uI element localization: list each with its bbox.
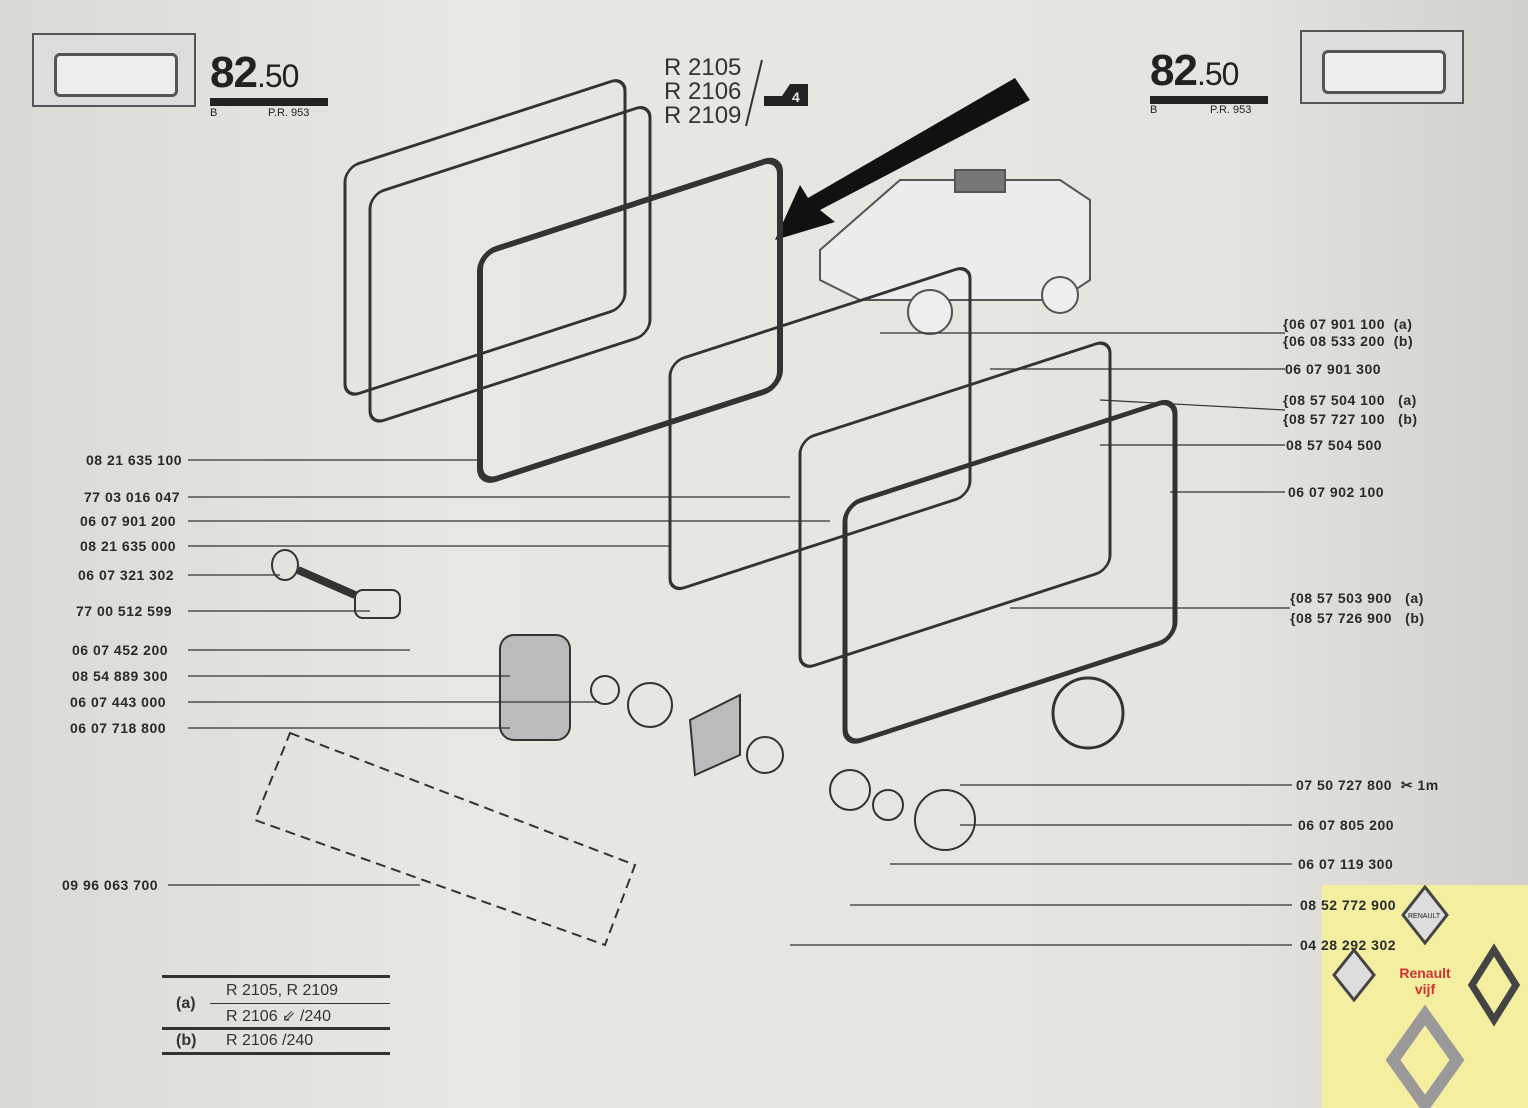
legend-a-line2: R 2106 ⇙ /240: [226, 1008, 332, 1025]
part-number-label: 04 28 292 302: [1300, 937, 1397, 953]
part-number-label: 08 54 889 300: [72, 668, 169, 684]
part-number-label: 06 07 805 200: [1298, 817, 1395, 833]
legend-rule-mid: [210, 1003, 390, 1004]
legend-key-a: (a): [176, 995, 196, 1012]
part-number-label: 77 03 016 047: [84, 489, 181, 505]
legend-rule: [162, 1027, 390, 1030]
legend-b-line: R 2106 /240: [226, 1032, 314, 1049]
part-number-label: 06 07 452 200: [72, 642, 169, 658]
part-number-label: 06 07 718 800: [70, 720, 167, 736]
window-thumbnail-right: [1300, 30, 1464, 104]
part-number-label: 07 50 727 800 ✂ 1m: [1296, 777, 1439, 793]
pr-reference-right: P.R. 953: [1210, 104, 1252, 116]
legend-key-b: (b): [176, 1032, 197, 1049]
part-number-label: 06 07 119 300: [1298, 856, 1394, 872]
lower-window-assembly: [668, 267, 1178, 744]
svg-text:4: 4: [792, 89, 800, 105]
part-number-label: {06 07 901 100 (a): [1283, 316, 1413, 332]
kit-outline: [253, 731, 637, 947]
part-number-label: 08 21 635 100: [86, 452, 183, 468]
part-number-label: 77 00 512 599: [76, 603, 173, 619]
leader-lines: [168, 332, 1292, 946]
vehicle-badge-icon: 4: [745, 59, 808, 127]
legend-rule-bottom: [162, 1052, 390, 1055]
svg-text:RENAULT: RENAULT: [1408, 913, 1441, 920]
part-number-label: {08 57 503 900 (a): [1290, 590, 1424, 606]
part-number-label: 06 07 321 302: [78, 567, 175, 583]
header-bar-left: [210, 98, 328, 106]
part-number-label: 06 07 901 200: [80, 513, 177, 529]
window-thumbnail-left: [32, 33, 196, 107]
part-number-label: 06 07 443 000: [70, 694, 167, 710]
page-number-right: 82.50: [1150, 46, 1239, 95]
part-number-label: 08 52 772 900: [1300, 897, 1397, 913]
legend-rule-top: [162, 975, 390, 978]
latch-components: [271, 549, 1125, 851]
vehicle-illustration: [819, 169, 1091, 335]
page-number-left: 82.50: [210, 48, 299, 97]
part-number-label: {08 57 726 900 (b): [1290, 610, 1425, 626]
part-number-label: 08 57 504 500: [1286, 437, 1383, 453]
pointer-arrow-icon: [775, 78, 1030, 240]
section-code: B: [210, 107, 218, 119]
upper-window-assembly: [343, 79, 783, 483]
part-number-label: 06 07 902 100: [1288, 484, 1385, 500]
part-number-label: 08 21 635 000: [80, 538, 177, 554]
part-number-label: 09 96 063 700: [62, 877, 159, 893]
renault-diamond-icon: RENAULT: [1332, 885, 1521, 1108]
part-number-label: {08 57 504 100 (a): [1283, 392, 1417, 408]
section-code-right: B: [1150, 104, 1158, 116]
part-number-label: {08 57 727 100 (b): [1283, 411, 1418, 427]
part-number-label: 06 07 901 300: [1285, 361, 1382, 377]
legend-a-line1: R 2105, R 2109: [226, 982, 339, 999]
part-number-label: {06 08 533 200 (b): [1283, 333, 1414, 349]
header-bar-right: [1150, 96, 1268, 104]
pr-reference: P.R. 953: [268, 107, 310, 119]
